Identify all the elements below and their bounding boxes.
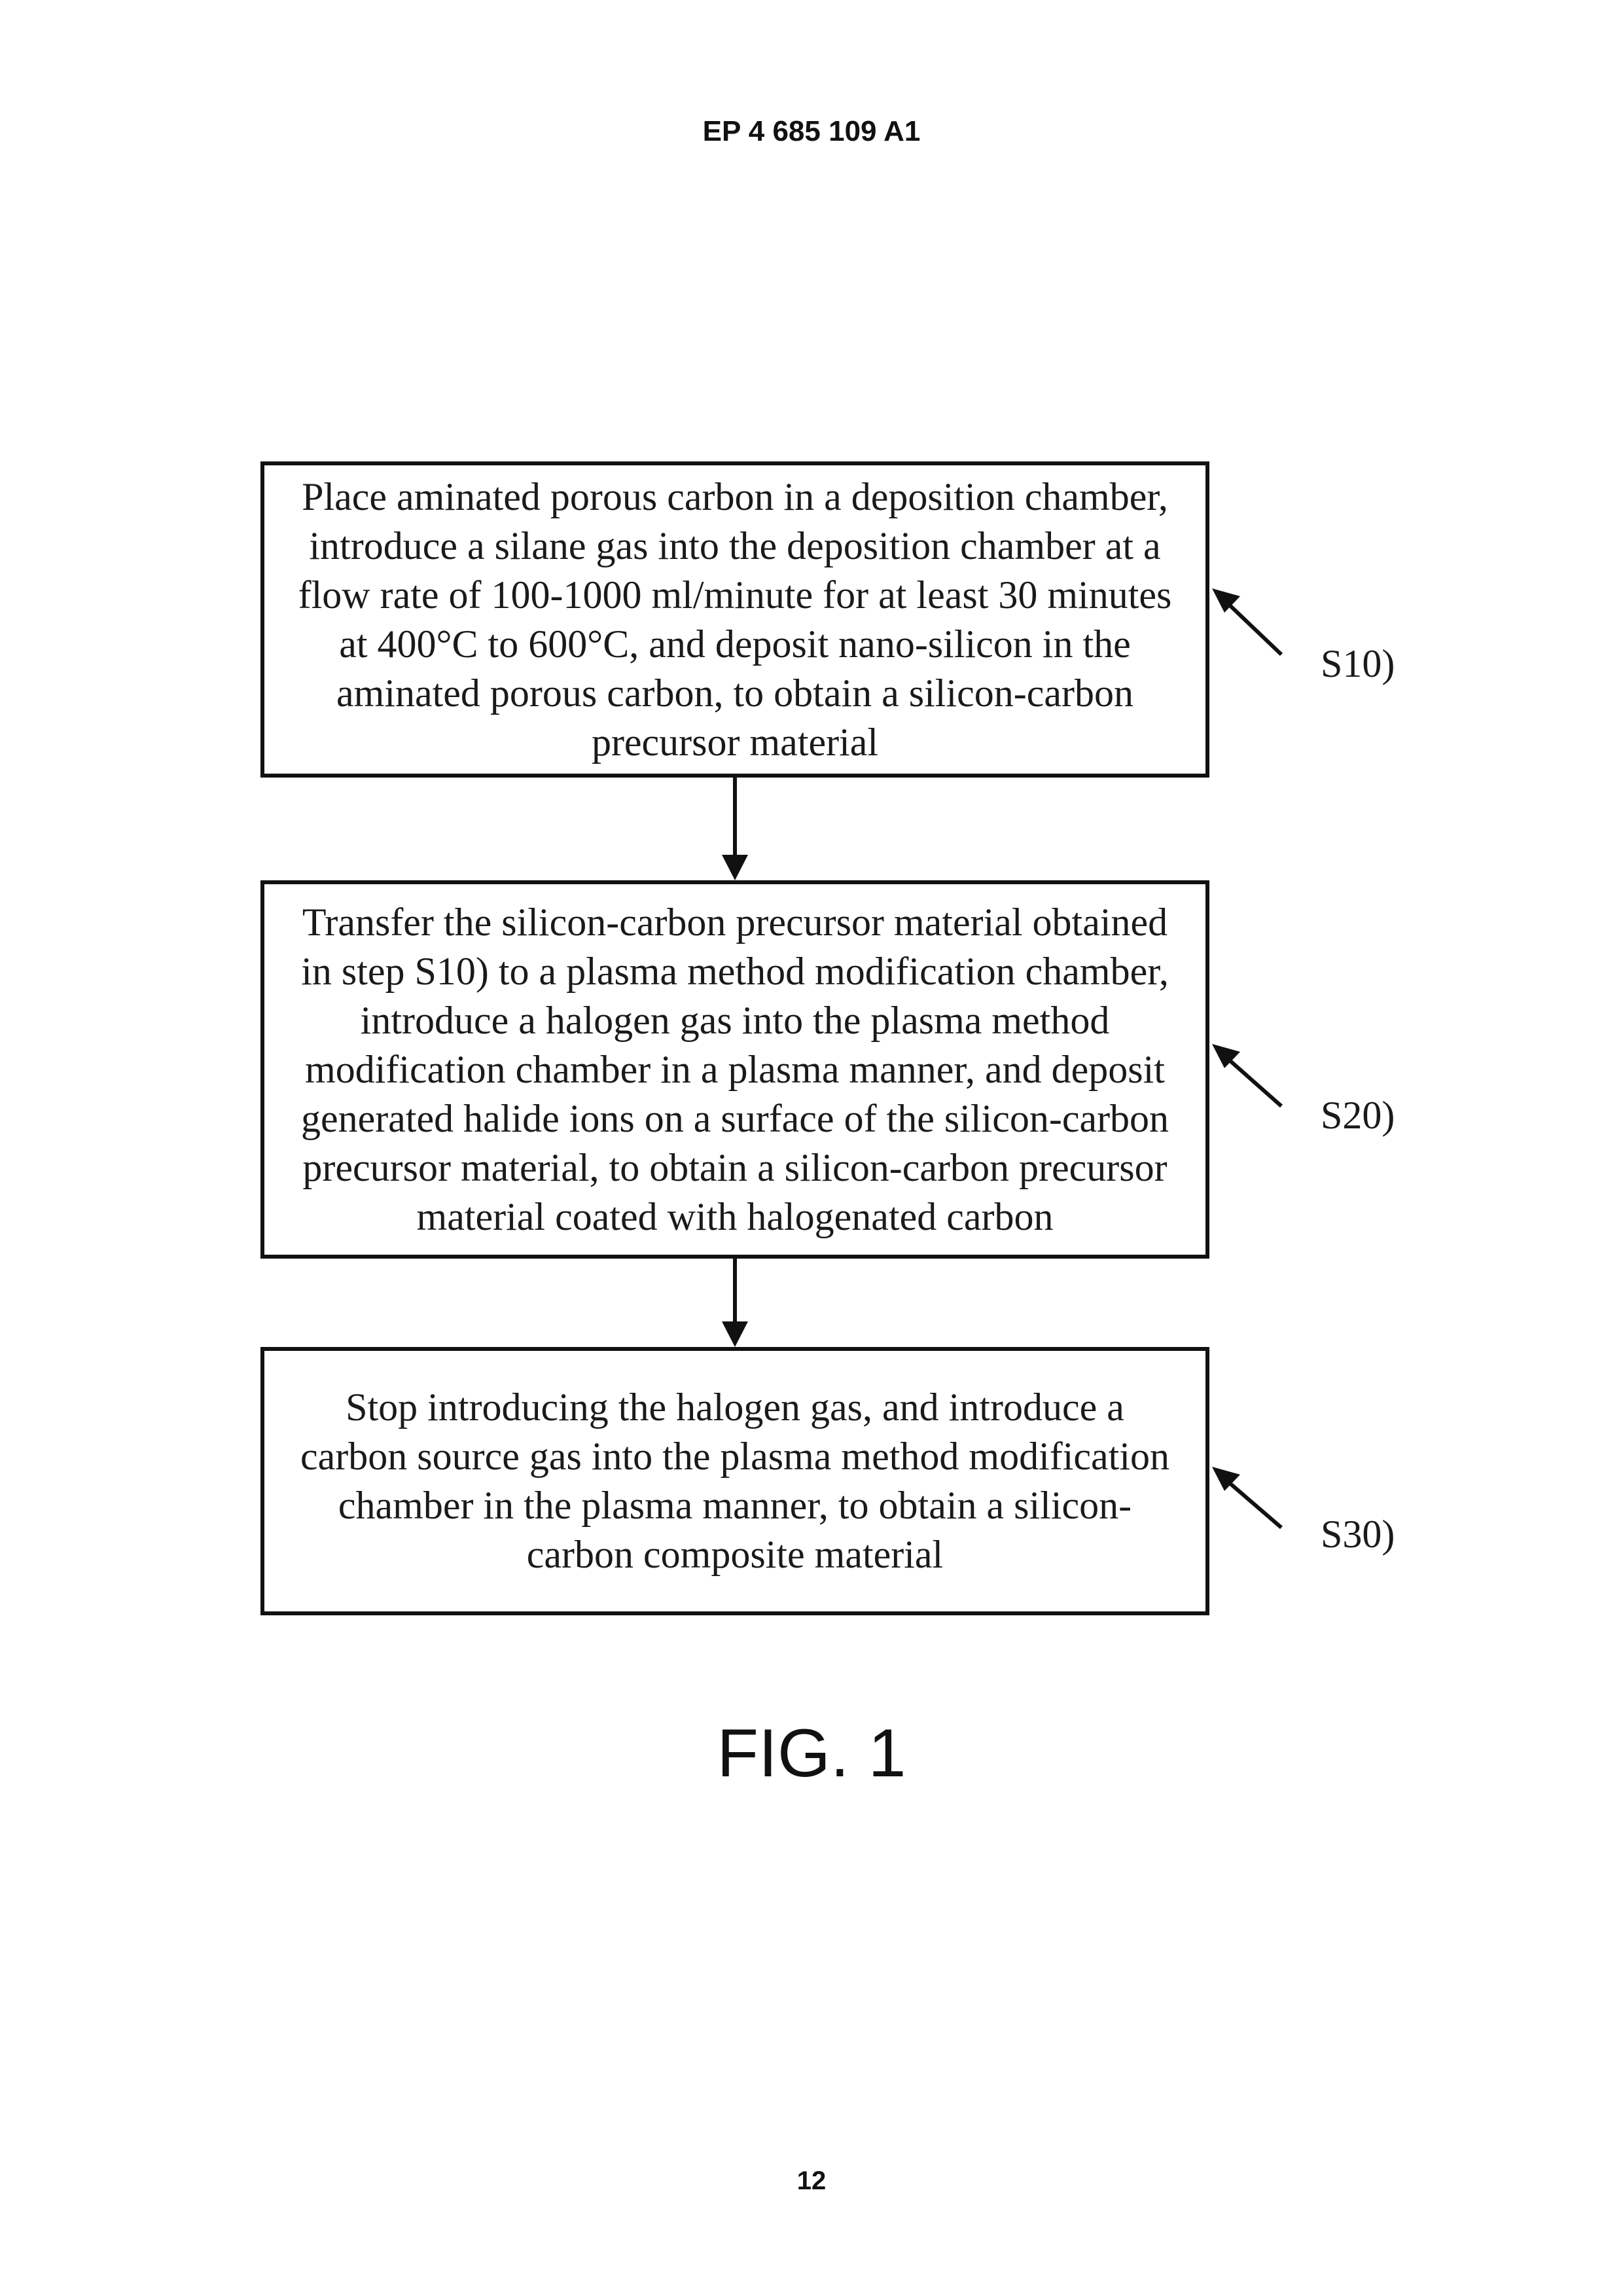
step-text-s20: Transfer the silicon-carbon precursor ma… [301,898,1169,1242]
step-label-s30: S30) [1321,1512,1395,1557]
step-text-s30: Stop introducing the halogen gas, and in… [300,1383,1169,1579]
leader-arrow-s20 [1212,1044,1281,1106]
leader-arrow-s10 [1212,588,1281,655]
publication-number: EP 4 685 109 A1 [0,115,1623,148]
figure-caption: FIG. 1 [0,1715,1623,1793]
step-box-s10: Place aminated porous carbon in a deposi… [260,461,1209,778]
step-text-s10: Place aminated porous carbon in a deposi… [298,473,1172,767]
step-box-s20: Transfer the silicon-carbon precursor ma… [260,880,1209,1259]
leader-arrow-s30 [1212,1467,1281,1528]
step-label-s10: S10) [1321,641,1395,687]
step-box-s30: Stop introducing the halogen gas, and in… [260,1347,1209,1615]
flow-arrow-s10-to-s20 [722,778,748,880]
page-number: 12 [0,2166,1623,2196]
step-label-s20: S20) [1321,1093,1395,1138]
flow-arrow-s20-to-s30 [722,1259,748,1347]
